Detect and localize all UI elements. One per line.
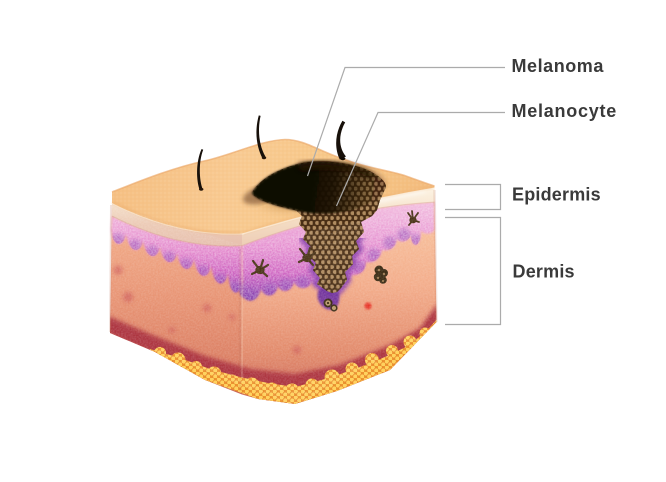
svg-text:Melanoma: Melanoma	[512, 56, 605, 76]
svg-text:Epidermis: Epidermis	[512, 185, 601, 205]
svg-text:Melanocyte: Melanocyte	[512, 101, 618, 121]
svg-text:Dermis: Dermis	[513, 262, 575, 282]
